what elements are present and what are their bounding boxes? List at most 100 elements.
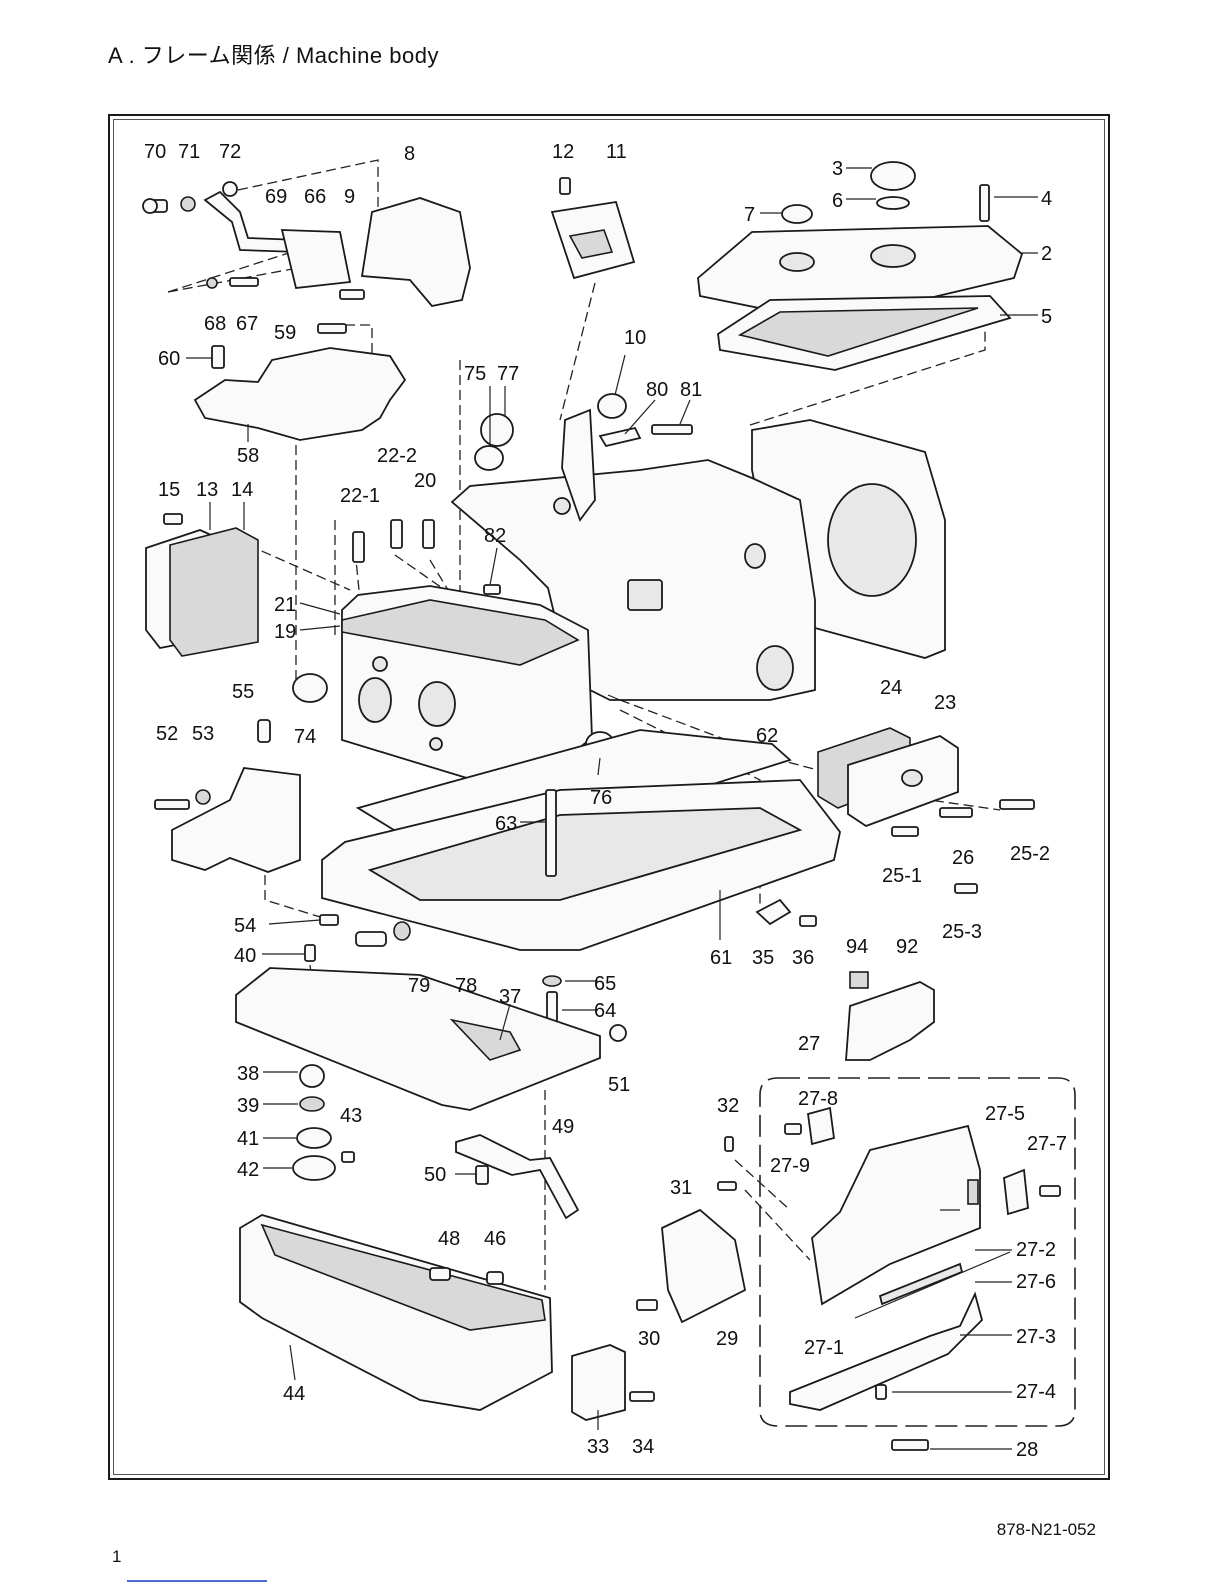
part-32-screw bbox=[724, 1136, 734, 1152]
callout-25-2: 25-2 bbox=[1010, 843, 1050, 865]
callout-37: 37 bbox=[499, 986, 521, 1008]
subassembly-27-boundary bbox=[759, 1077, 1076, 1427]
part-22-2-screw bbox=[390, 519, 403, 549]
part-25-2-screw bbox=[999, 799, 1035, 810]
callout-35: 35 bbox=[752, 947, 774, 969]
part-79-bolt bbox=[355, 931, 387, 947]
part-52-screw bbox=[154, 799, 190, 810]
part-37-bed-plate bbox=[235, 967, 601, 1111]
callout-49: 49 bbox=[552, 1116, 574, 1138]
callout-71: 71 bbox=[178, 141, 200, 163]
part-26-screw bbox=[939, 807, 973, 818]
callout-54: 54 bbox=[234, 915, 256, 937]
part-81-screw bbox=[651, 424, 693, 435]
part-50-screw bbox=[475, 1165, 489, 1185]
callout-26: 26 bbox=[952, 847, 974, 869]
part-29-guard bbox=[661, 1208, 747, 1324]
part-55-screw bbox=[257, 719, 271, 743]
part-60-screw bbox=[211, 345, 225, 369]
callout-67: 67 bbox=[236, 313, 258, 335]
callout-46: 46 bbox=[484, 1228, 506, 1250]
callout-25-3: 25-3 bbox=[942, 921, 982, 943]
part-27-9-screw bbox=[784, 1123, 802, 1135]
callout-78: 78 bbox=[455, 975, 477, 997]
part-94-label bbox=[849, 971, 869, 989]
callout-75: 75 bbox=[464, 363, 486, 385]
part-78-washer bbox=[393, 921, 411, 941]
part-6-o-ring bbox=[876, 196, 910, 210]
callout-61: 61 bbox=[710, 947, 732, 969]
callout-43: 43 bbox=[340, 1105, 362, 1127]
callout-27-7: 27-7 bbox=[1027, 1133, 1067, 1155]
callout-9: 9 bbox=[344, 186, 355, 208]
document-code: 878-N21-052 bbox=[996, 1520, 1096, 1539]
part-10-plug bbox=[597, 393, 627, 419]
callout-68: 68 bbox=[204, 313, 226, 335]
callout-66: 66 bbox=[304, 186, 326, 208]
callout-22-1: 22-1 bbox=[340, 485, 380, 507]
callout-52: 52 bbox=[156, 723, 178, 745]
part-27-1-eye-guard bbox=[811, 1124, 981, 1306]
callout-42: 42 bbox=[237, 1159, 259, 1181]
part-66-plate bbox=[280, 229, 352, 289]
callout-32: 32 bbox=[717, 1095, 739, 1117]
callout-4: 4 bbox=[1041, 188, 1052, 210]
callout-44: 44 bbox=[283, 1383, 305, 1405]
footer-rule bbox=[127, 1580, 267, 1582]
callout-40: 40 bbox=[234, 945, 256, 967]
callout-27-2: 27-2 bbox=[1016, 1239, 1056, 1261]
part-75-rubber bbox=[474, 445, 504, 471]
callout-14: 14 bbox=[231, 479, 253, 501]
callout-5: 5 bbox=[1041, 306, 1052, 328]
part-58-cover bbox=[193, 347, 407, 441]
callout-69: 69 bbox=[265, 186, 287, 208]
part-92-label bbox=[845, 981, 935, 1061]
callout-79: 79 bbox=[408, 975, 430, 997]
part-59-screw bbox=[317, 323, 347, 334]
callout-23: 23 bbox=[934, 692, 956, 714]
callout-81: 81 bbox=[680, 379, 702, 401]
callout-41: 41 bbox=[237, 1128, 259, 1150]
callout-59: 59 bbox=[274, 322, 296, 344]
callout-6: 6 bbox=[832, 190, 843, 212]
part-7-plug bbox=[781, 204, 813, 224]
page-title: A . フレーム関係 / Machine body bbox=[108, 43, 439, 68]
part-40-screw bbox=[304, 944, 316, 962]
part-70-screw bbox=[142, 198, 168, 214]
part-thread-guide-block bbox=[171, 767, 301, 873]
callout-51: 51 bbox=[608, 1074, 630, 1096]
callout-33: 33 bbox=[587, 1436, 609, 1458]
callout-31: 31 bbox=[670, 1177, 692, 1199]
part-3-oil-cap bbox=[870, 161, 916, 191]
part-71-washer bbox=[180, 196, 196, 212]
callout-12: 12 bbox=[552, 141, 574, 163]
callout-76: 76 bbox=[590, 787, 612, 809]
part-41-cushion bbox=[296, 1127, 332, 1149]
callout-53: 53 bbox=[192, 723, 214, 745]
part-8-arm-cover bbox=[360, 197, 471, 307]
callout-27-3: 27-3 bbox=[1016, 1326, 1056, 1348]
callout-27-5: 27-5 bbox=[985, 1103, 1025, 1125]
callout-labels: 70 71 72 8 12 11 3 6 4 7 69 66 9 2 68 67… bbox=[144, 141, 1067, 1461]
part-34-screw bbox=[629, 1391, 655, 1402]
part-46-screw bbox=[486, 1271, 504, 1285]
part-80-clip bbox=[598, 426, 642, 448]
part-15-screw bbox=[163, 513, 183, 525]
callout-10: 10 bbox=[624, 327, 646, 349]
part-65-washer bbox=[542, 975, 562, 987]
diagram-frame-inner bbox=[113, 119, 1105, 1475]
part-51-screw bbox=[609, 1024, 627, 1042]
part-82-screw bbox=[483, 584, 501, 595]
callout-80: 80 bbox=[646, 379, 668, 401]
part-27-5-hook bbox=[1003, 1168, 1029, 1216]
callout-62: 62 bbox=[756, 725, 778, 747]
part-27-3-holder bbox=[789, 1291, 984, 1411]
part-20-screw bbox=[422, 519, 435, 549]
callout-11: 11 bbox=[606, 141, 627, 163]
part-42-cushion bbox=[292, 1155, 336, 1181]
callout-27-4: 27-4 bbox=[1016, 1381, 1056, 1403]
part-2-top-cover bbox=[697, 225, 1024, 323]
callout-36: 36 bbox=[792, 947, 814, 969]
callout-21: 21 bbox=[274, 594, 296, 616]
